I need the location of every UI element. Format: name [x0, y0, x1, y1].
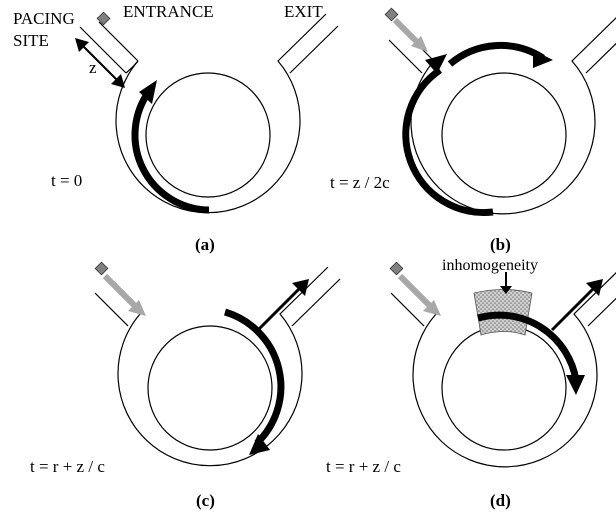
panel-b: t = z / 2c (b)	[330, 7, 616, 254]
exit-label: EXIT	[284, 2, 323, 21]
pacing-site-label-2: SITE	[13, 31, 49, 50]
panel-d: inhomogeneity t = r + z / c (d)	[326, 257, 616, 510]
pacing-site-marker	[96, 11, 111, 26]
wavefront-d	[477, 311, 580, 381]
pacing-site-marker-c	[94, 261, 109, 276]
ring-outer-c	[94, 266, 341, 467]
inhomogeneity-label: inhomogeneity	[442, 257, 538, 274]
panel-a: PACING SITE ENTRANCE EXIT z t = 0 (a)	[13, 2, 339, 254]
time-label-b: t = z / 2c	[330, 173, 390, 192]
exit-wave-c	[256, 286, 302, 332]
ring-outer-a	[79, 13, 339, 214]
ring-inner-a	[145, 72, 271, 198]
pacing-site-marker-b	[384, 7, 399, 22]
ring-inner-b	[441, 72, 567, 198]
ring-outer-b	[388, 17, 616, 215]
wavefront-c	[224, 308, 285, 446]
panel-c: t = r + z / c (c)	[30, 261, 341, 510]
ring-inner-c	[147, 325, 273, 451]
stimulus-arrow-d	[397, 273, 433, 309]
time-label-d: t = r + z / c	[326, 457, 401, 476]
caption-a: (a)	[195, 235, 215, 254]
ring-outer-d	[390, 272, 616, 468]
stimulus-arrow-b	[392, 17, 421, 46]
time-label-a: t = 0	[51, 171, 82, 190]
pacing-site-marker-d	[389, 261, 404, 276]
pacing-site-label-1: PACING	[13, 9, 75, 28]
ring-inner-d	[441, 325, 567, 451]
z-dimension-arrow	[75, 38, 125, 88]
wavefront-upper-b	[447, 41, 545, 67]
wavefront-arc-a	[131, 87, 210, 214]
entrance-label: ENTRANCE	[123, 2, 214, 21]
stimulus-arrow-c	[102, 273, 138, 309]
wavefront-arrowhead-a	[139, 80, 157, 104]
caption-c: (c)	[196, 491, 215, 510]
z-label: z	[89, 58, 97, 77]
time-label-c: t = r + z / c	[30, 457, 105, 476]
caption-d: (d)	[490, 491, 511, 510]
wavefront-lower-b	[402, 67, 494, 217]
caption-b: (b)	[490, 235, 511, 254]
exit-wave-d	[550, 286, 596, 332]
